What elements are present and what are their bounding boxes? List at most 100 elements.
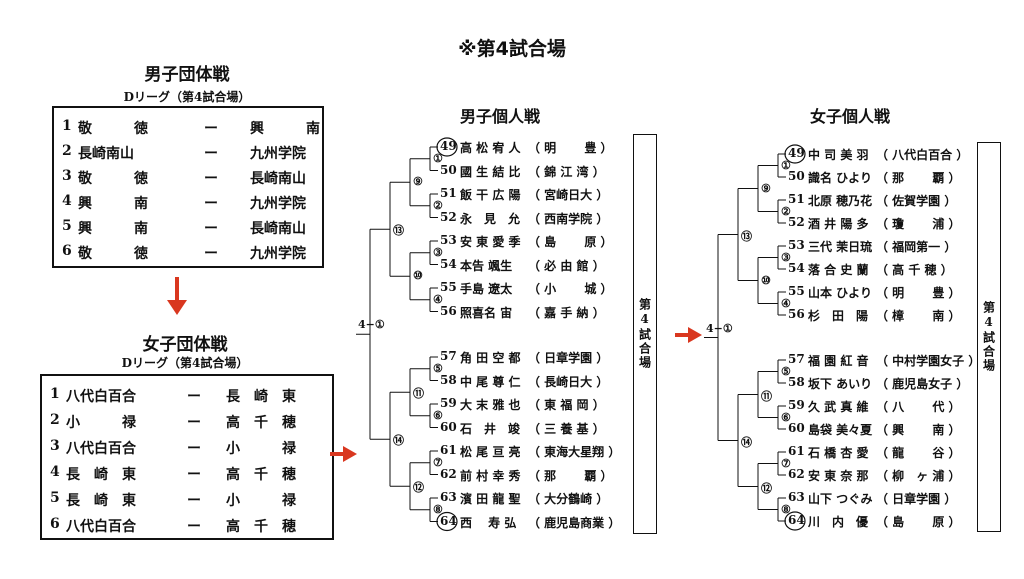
- team-match-no: 3: [62, 168, 72, 184]
- entry-school: （ 那 覇 ）: [876, 171, 961, 185]
- entry-number: 59: [788, 398, 805, 412]
- entry-school: （ 高 千 穂 ）: [876, 263, 953, 277]
- entry-number: 60: [440, 419, 457, 434]
- entry-number: 51: [440, 186, 457, 200]
- men-venue-box: 第4試合場: [633, 134, 657, 534]
- entry-school: （ 東 福 岡 ）: [528, 398, 605, 412]
- team-match-no: 1: [62, 118, 72, 134]
- entry-name: 石 井 竣: [460, 421, 521, 436]
- entry-number: 56: [440, 303, 457, 318]
- round2-match-label: ⑩: [413, 269, 423, 283]
- team-match-a: 敬 徳: [78, 121, 148, 137]
- team-match-a: 長 崎 東: [66, 493, 136, 509]
- team-match-b: 高 千 穂: [226, 467, 296, 483]
- round2-match-label: ⑪: [761, 389, 772, 403]
- round3-match-label: ⑬: [741, 229, 752, 243]
- women-individual-title: 女子個人戦: [809, 107, 890, 126]
- entry-school: （ 鹿児島商業 ）: [528, 515, 621, 530]
- entry-name: 島袋 美々夏: [808, 423, 873, 437]
- team-match-a: 興 南: [78, 221, 148, 237]
- entry-name: 國 生 結 比: [460, 164, 521, 179]
- entry-school: （ 鹿児島女子 ）: [876, 377, 969, 391]
- entry-school: （ 島 原 ）: [528, 235, 613, 249]
- entry-name: 福 園 紅 音: [808, 354, 869, 368]
- entry-name: 手島 遼太: [460, 282, 513, 296]
- round1-match-label: ①: [781, 158, 791, 172]
- entry-school: （ 三 養 基 ）: [528, 421, 605, 436]
- team-match-a: 小 禄: [66, 415, 136, 431]
- team-match-no: 4: [62, 193, 72, 209]
- entry-number: 56: [788, 307, 805, 321]
- men-individual-title: 男子個人戦: [459, 107, 540, 126]
- team-match-dash: ー: [187, 415, 201, 431]
- entry-name: 中 尾 尊 仁: [460, 374, 521, 389]
- entry-school: （ 宮崎日大 ）: [528, 188, 609, 202]
- entry-name: 濱 田 龍 聖: [460, 492, 521, 506]
- entry-school: （ 明 豊 ）: [876, 286, 961, 300]
- final-match-label: 4−①: [358, 318, 385, 332]
- team-match-no: 6: [62, 243, 72, 259]
- team-match-a: 長 崎 東: [66, 467, 136, 483]
- round1-match-label: ④: [781, 296, 791, 310]
- team-match-no: 5: [62, 218, 72, 234]
- entry-number: 50: [788, 169, 805, 183]
- women-team-title: 女子団体戦: [142, 335, 228, 355]
- team-match-dash: ー: [204, 121, 218, 137]
- team-match-dash: ー: [187, 467, 201, 483]
- entry-school: （ 日章学園 ）: [528, 351, 609, 365]
- men-team-subtitle: Dリーグ（第4試合場）: [123, 90, 251, 104]
- entry-number: 62: [440, 466, 457, 481]
- team-match-b: 興 南: [250, 121, 320, 137]
- entry-name: 識名 ひより: [808, 171, 872, 185]
- entry-school: （ 小 城 ）: [528, 282, 613, 296]
- entry-name: 坂下 あいり: [808, 377, 873, 391]
- entry-school: （ 明 豊 ）: [528, 141, 613, 155]
- entry-number: 58: [788, 375, 805, 389]
- entry-name: 北原 穂乃花: [808, 194, 873, 208]
- entry-number: 63: [788, 490, 805, 504]
- round1-match-label: ④: [433, 292, 443, 306]
- entry-name: 高 松 宥 人: [460, 141, 521, 155]
- entry-number: 58: [440, 372, 457, 387]
- team-match-dash: ー: [204, 246, 218, 262]
- team-match-no: 4: [50, 464, 60, 480]
- team-match-a: 八代白百合: [66, 441, 136, 457]
- team-match-b: 九州学院: [250, 146, 306, 162]
- entry-school: （ 龍 谷 ）: [876, 446, 961, 460]
- round1-match-label: ⑦: [781, 456, 791, 470]
- team-match-b: 長崎南山: [250, 221, 306, 237]
- entry-school: （ 大分鶴崎 ）: [528, 492, 609, 506]
- entry-school: （ 島 原 ）: [876, 515, 961, 529]
- entry-school: （ 八 代 ）: [876, 400, 961, 414]
- entry-school: （ 長崎日大 ）: [528, 374, 609, 389]
- entry-number: 50: [440, 162, 457, 177]
- entry-name: 照喜名 宙: [460, 305, 513, 320]
- round1-match-label: ⑧: [433, 502, 443, 516]
- round2-match-label: ⑫: [761, 481, 772, 495]
- entry-school: （ 興 南 ）: [876, 423, 961, 437]
- round1-match-label: ③: [781, 250, 791, 264]
- entry-school: （ 八代白百合 ）: [876, 148, 969, 162]
- entry-name: 前 村 幸 秀: [460, 468, 521, 483]
- team-match-no: 1: [50, 386, 60, 402]
- team-match-row: 4 長 崎 東 ー 高 千 穂: [42, 460, 332, 486]
- round2-match-label: ⑪: [413, 387, 424, 401]
- entry-name: 川 内 優: [808, 515, 869, 529]
- team-match-no: 3: [50, 438, 60, 454]
- entry-number: 64: [788, 513, 805, 527]
- entry-name: 山下 つぐみ: [808, 492, 873, 506]
- round3-match-label: ⑬: [393, 224, 404, 238]
- round2-match-label: ⑫: [413, 481, 424, 495]
- men-team-title: 男子団体戦: [144, 65, 230, 85]
- final-match-label: 4−①: [706, 321, 733, 335]
- round3-match-label: ⑭: [393, 434, 404, 448]
- team-match-a: 敬 徳: [78, 246, 148, 262]
- entry-school: （ 福岡第一 ）: [876, 240, 957, 254]
